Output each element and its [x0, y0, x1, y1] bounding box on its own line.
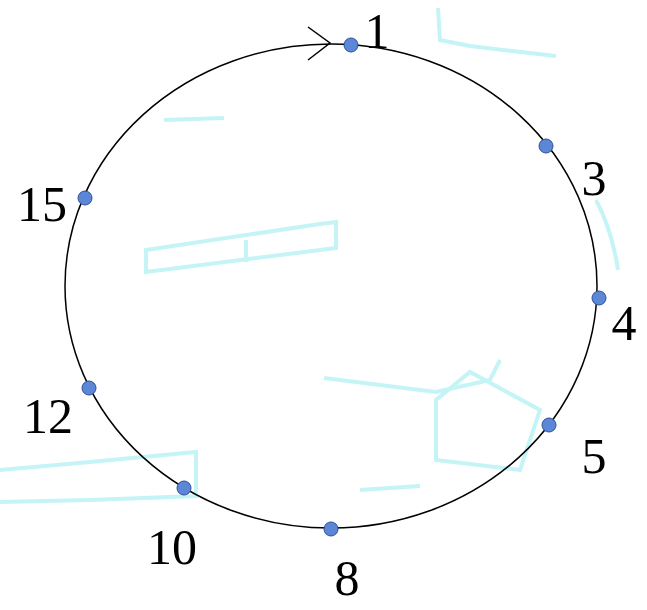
- ring-dot: [82, 381, 96, 395]
- ring-dot: [177, 481, 191, 495]
- ring-dot: [324, 522, 338, 536]
- node-number: 1: [365, 6, 390, 56]
- node-number: 15: [17, 179, 67, 229]
- ring-dot: [542, 418, 556, 432]
- ring: [65, 44, 597, 528]
- ring-dot: [592, 291, 606, 305]
- node-number: 5: [582, 431, 607, 481]
- node-number: 8: [335, 553, 360, 603]
- node-number: 4: [612, 298, 637, 348]
- watermark: [0, 8, 618, 502]
- node-number: 3: [582, 153, 607, 203]
- ring-dot: [78, 191, 92, 205]
- direction-arrow: [308, 27, 330, 60]
- ring-dot: [539, 139, 553, 153]
- ring-dots: [78, 38, 606, 536]
- ring-dot: [344, 38, 358, 52]
- node-number: 12: [23, 391, 73, 441]
- node-number: 10: [147, 522, 197, 572]
